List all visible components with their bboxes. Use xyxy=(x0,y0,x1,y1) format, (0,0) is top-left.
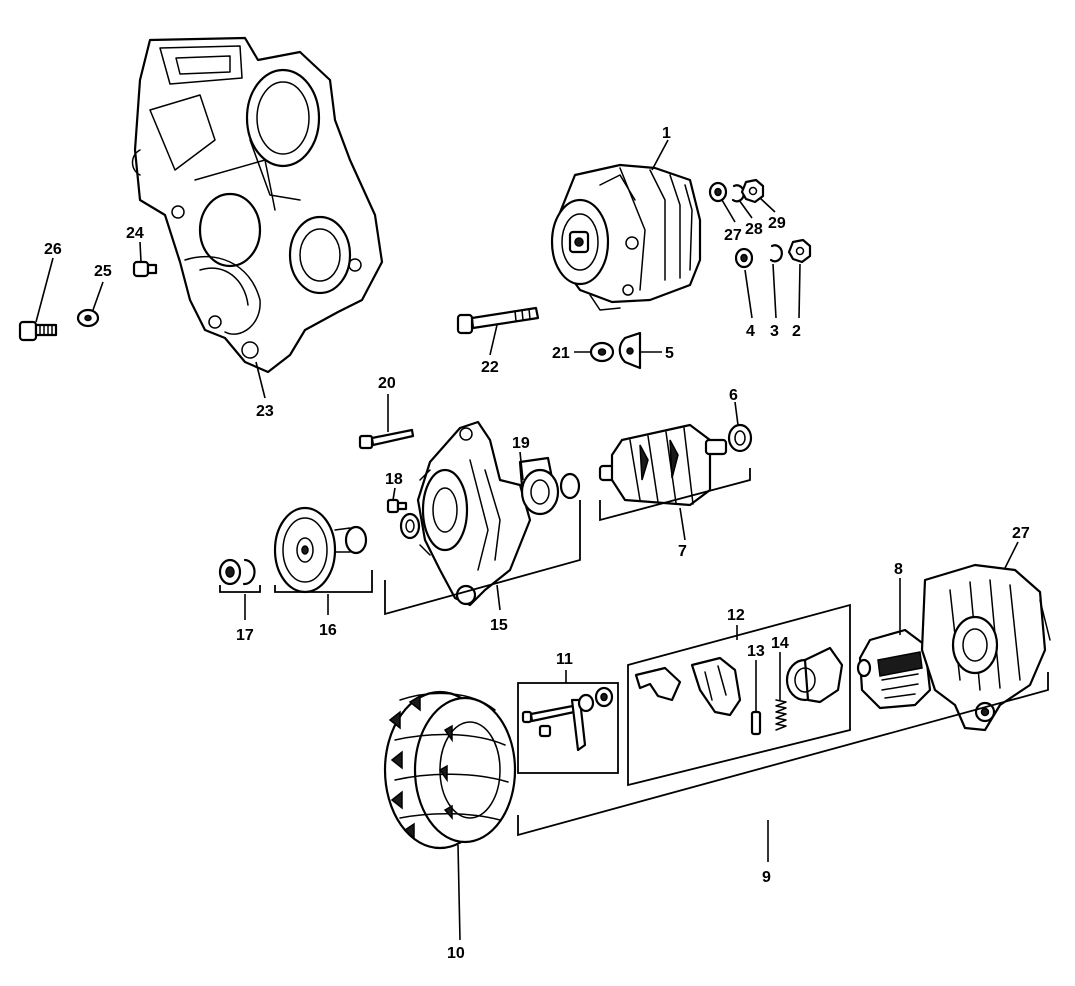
washer-4 xyxy=(734,247,754,269)
callout-3: 3 xyxy=(770,323,779,340)
bolt-24 xyxy=(132,260,158,278)
pulley-16 xyxy=(273,506,368,594)
callout-16: 16 xyxy=(319,622,337,639)
rectifier-8 xyxy=(856,628,932,710)
callout-26: 26 xyxy=(44,241,62,258)
washer-27-upper xyxy=(708,181,728,203)
stator-10 xyxy=(383,690,517,850)
callout-13: 13 xyxy=(747,643,765,660)
washer-21 xyxy=(589,341,615,363)
callout-6: 6 xyxy=(729,387,738,404)
callout-14: 14 xyxy=(771,635,789,652)
callout-2: 2 xyxy=(792,323,801,340)
callout-12: 12 xyxy=(727,607,745,624)
callout-20: 20 xyxy=(378,375,396,392)
bracket-17 xyxy=(219,585,261,593)
rotor-assembly xyxy=(598,423,728,507)
callout-10: 10 xyxy=(447,945,465,962)
drive-end-frame xyxy=(416,420,581,607)
callout-labels: 1 2 3 4 5 6 7 8 9 10 11 12 13 14 15 16 1… xyxy=(44,125,1030,962)
callout-4: 4 xyxy=(746,323,755,340)
rotor-bearing-6 xyxy=(727,423,753,453)
leader-lines xyxy=(35,139,1019,941)
nut-2 xyxy=(787,238,812,264)
callout-23: 23 xyxy=(256,403,274,420)
terminal-parts-11 xyxy=(517,682,619,774)
callout-27-lower: 27 xyxy=(1012,525,1030,542)
nut-29 xyxy=(740,178,765,204)
lock-washer-3 xyxy=(769,244,783,263)
bracket-7 xyxy=(599,468,751,522)
pulley-nut-17 xyxy=(218,558,256,586)
callout-5: 5 xyxy=(665,345,674,362)
callout-21: 21 xyxy=(552,345,570,362)
callout-17: 17 xyxy=(236,627,254,644)
bracket-15 xyxy=(384,500,581,616)
callout-28: 28 xyxy=(745,221,763,238)
callout-11: 11 xyxy=(556,651,573,668)
bolt-26 xyxy=(18,320,58,342)
bracket-9 xyxy=(517,672,1049,837)
callout-8: 8 xyxy=(894,561,903,578)
callout-1: 1 xyxy=(662,125,671,142)
brush-holder-set-12 xyxy=(627,603,851,787)
callout-25: 25 xyxy=(94,263,112,280)
timing-gear-case xyxy=(131,36,384,374)
plate-5 xyxy=(618,331,642,370)
bracket-16 xyxy=(274,570,373,593)
callout-7: 7 xyxy=(678,543,687,560)
callout-27-upper: 27 xyxy=(724,227,742,244)
callout-18: 18 xyxy=(385,471,403,488)
rear-end-frame-27 xyxy=(920,563,1051,732)
callout-24: 24 xyxy=(126,225,144,242)
callout-19: 19 xyxy=(512,435,530,452)
screw-18 xyxy=(386,498,408,514)
long-bolt-22 xyxy=(456,306,540,335)
washer-25 xyxy=(76,308,100,328)
through-bolt-20 xyxy=(358,428,415,450)
callout-9: 9 xyxy=(762,869,771,886)
callout-22: 22 xyxy=(481,359,499,376)
callout-29: 29 xyxy=(768,215,786,232)
seal-ring xyxy=(399,512,421,540)
callout-15: 15 xyxy=(490,617,508,634)
alternator-assembly xyxy=(550,163,702,311)
